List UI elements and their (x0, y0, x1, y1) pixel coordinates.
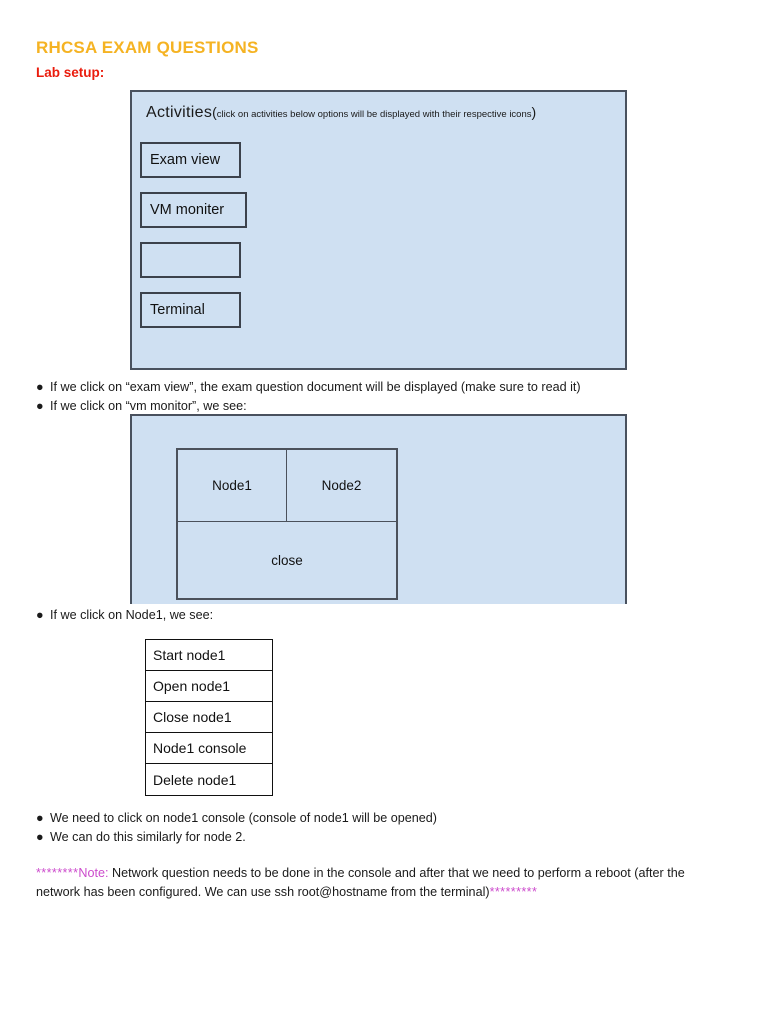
bullet-dot-icon: ● (36, 399, 44, 413)
bullet-node1-console: ● We need to click on node1 console (cons… (36, 809, 437, 827)
terminal-button[interactable]: Terminal (140, 292, 241, 328)
node-row-top: Node1 Node2 (178, 450, 396, 522)
section-heading-lab-setup: Lab setup: (36, 65, 105, 80)
vm-moniter-button[interactable]: VM moniter (140, 192, 247, 228)
blank-activity-button[interactable] (140, 242, 241, 278)
note-body-text: Network question needs to be done in the… (36, 866, 685, 899)
activities-header: Activities(click on activities below opt… (146, 104, 536, 122)
activities-hint-text: click on activities below options will b… (216, 109, 532, 120)
node1-cell[interactable]: Node1 (178, 450, 287, 521)
exam-view-button[interactable]: Exam view (140, 142, 241, 178)
menu-item-start-node1[interactable]: Start node1 (146, 640, 272, 671)
bullet-vm-monitor-text: If we click on “vm monitor”, we see: (50, 399, 247, 413)
node1-context-menu: Start node1 Open node1 Close node1 Node1… (145, 639, 273, 796)
bullet-dot-icon: ● (36, 380, 44, 394)
menu-item-open-node1[interactable]: Open node1 (146, 671, 272, 702)
note-stars-right: ********* (489, 885, 538, 899)
page-title: RHCSA EXAM QUESTIONS (36, 38, 259, 57)
note-stars-left: ******** (36, 866, 79, 880)
close-cell[interactable]: close (271, 552, 303, 568)
vm-monitor-panel: Node1 Node2 close (130, 414, 627, 604)
activities-paren-open: ( (212, 104, 217, 120)
note-label: Note: (78, 866, 109, 880)
bullet-dot-icon: ● (36, 811, 44, 825)
bullet-exam-view: ● If we click on “exam view”, the exam qu… (36, 378, 581, 396)
bullet-node2: ● We can do this similarly for node 2. (36, 828, 246, 846)
bullet-node1-console-text: We need to click on node1 console (conso… (50, 811, 437, 825)
bullet-node1-text: If we click on Node1, we see: (50, 608, 214, 622)
node-grid: Node1 Node2 close (176, 448, 398, 600)
node2-cell[interactable]: Node2 (321, 478, 362, 493)
bullet-vm-monitor: ● If we click on “vm monitor”, we see: (36, 397, 247, 415)
activities-title: Activities (146, 104, 213, 121)
activities-paren-close: ) (531, 104, 537, 120)
menu-item-close-node1[interactable]: Close node1 (146, 702, 272, 733)
note-paragraph: ********Note: Network question needs to … (36, 864, 722, 902)
bullet-node2-text: We can do this similarly for node 2. (50, 830, 246, 844)
activities-panel: Activities(click on activities below opt… (130, 90, 627, 370)
menu-item-node1-console[interactable]: Node1 console (146, 733, 272, 764)
bullet-dot-icon: ● (36, 608, 44, 622)
bullet-exam-view-text: If we click on “exam view”, the exam que… (50, 380, 581, 394)
menu-item-delete-node1[interactable]: Delete node1 (146, 764, 272, 795)
bullet-dot-icon: ● (36, 830, 44, 844)
bullet-node1: ● If we click on Node1, we see: (36, 606, 213, 624)
